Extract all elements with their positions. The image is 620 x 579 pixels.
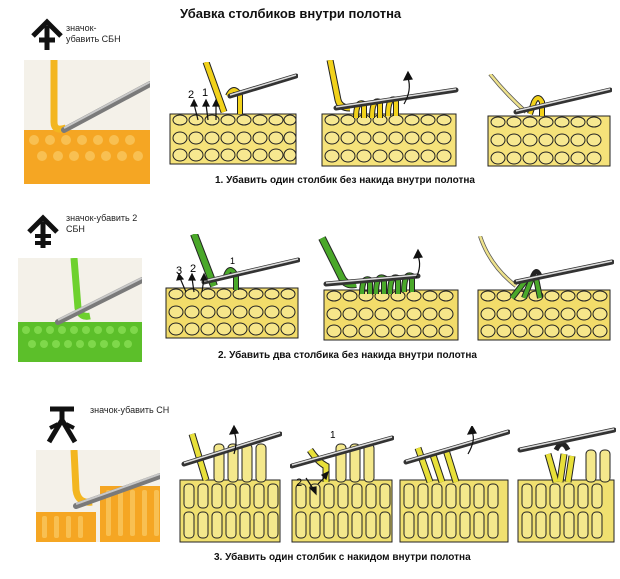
diagram-2b [318,234,463,342]
decrease-sc-symbol-icon [30,18,64,52]
caption-2: 2. Убавить два столбика без накида внутр… [218,350,477,361]
diagram-1b [316,60,461,168]
step-number: 2 [296,477,302,489]
diagram-3a [178,424,282,544]
step-number: 1 [202,87,208,99]
diagram-1a: 2 1 [168,62,298,167]
step-number: 3 [176,265,182,277]
decrease-2sc-symbol-icon [26,214,60,250]
decrease-dc-symbol-icon [44,404,80,444]
step-number: 1 [330,430,336,441]
symbol-label-1: значок- убавить СБН [66,23,121,44]
diagram-3c [398,426,510,544]
step-number: 2 [188,89,194,101]
step-number: 1 [230,256,235,266]
caption-1: 1. Убавить один столбик без накида внутр… [215,175,475,186]
page-title: Убавка столбиков внутри полотна [180,6,402,21]
symbol-label-3: значок-убавить СН [90,405,170,415]
diagram-3d [516,424,616,544]
diagram-2a: 3 2 1 [164,234,300,340]
step-number: 2 [190,263,196,275]
diagram-2c [476,236,614,342]
photo-step-3 [36,450,160,542]
photo-step-2 [18,258,142,362]
diagram-3b: 1 2 [290,426,394,544]
caption-3: 3. Убавить один столбик с накидом внутри… [214,552,471,563]
diagram-1c [486,74,612,168]
photo-step-1 [24,60,150,184]
symbol-label-2: значок-убавить 2 СБН [66,213,138,234]
